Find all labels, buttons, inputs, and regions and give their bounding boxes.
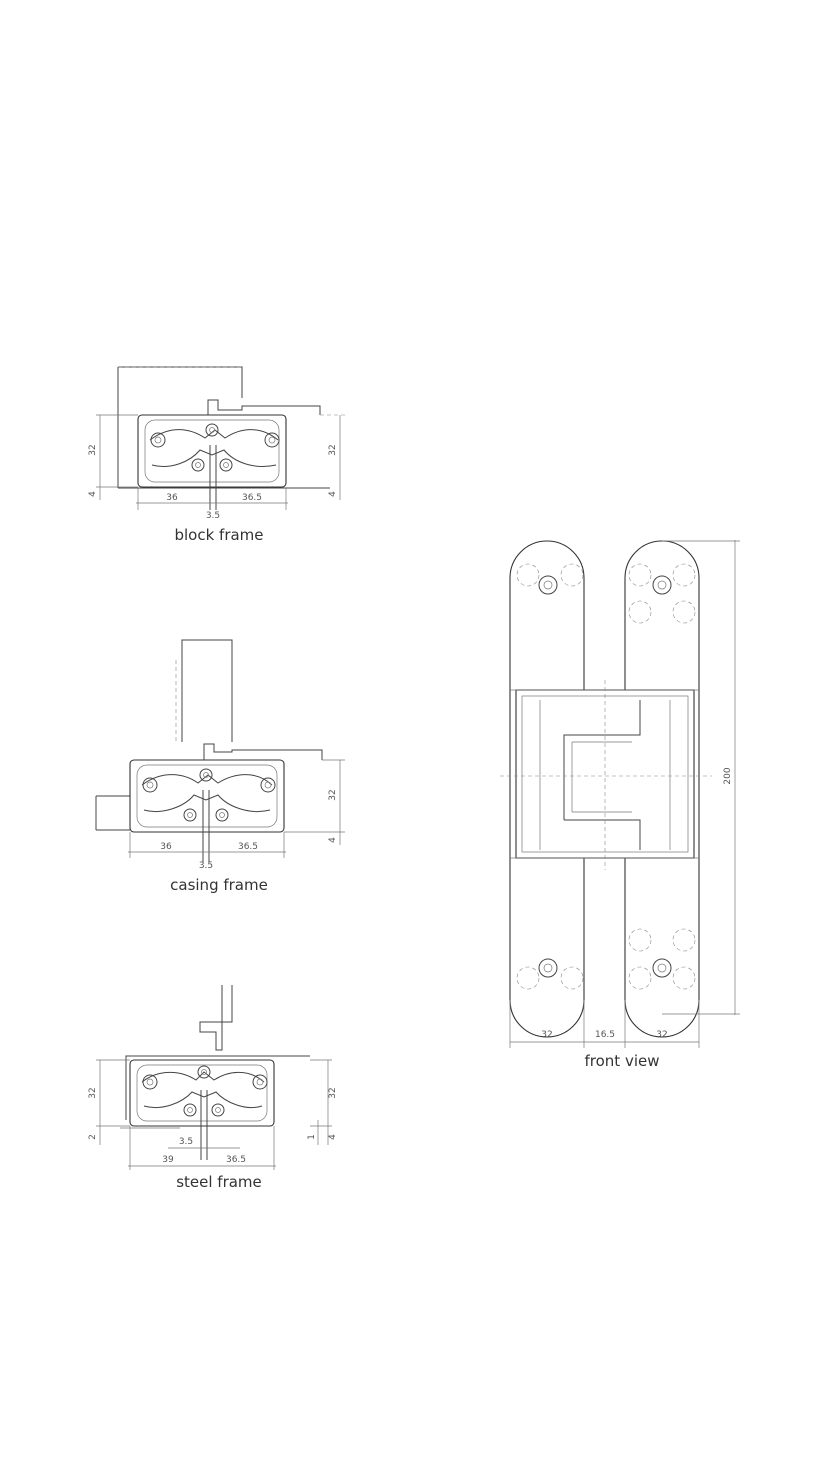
- casing-dim-height-right: 32: [328, 789, 338, 800]
- casing-dim-gap: 3.5: [199, 861, 213, 871]
- steel-dim-bottom-left: 2: [88, 1134, 98, 1140]
- front-view-caption: front view: [585, 1052, 660, 1070]
- block-frame-caption: block frame: [174, 526, 263, 544]
- casing-dim-right: 36.5: [238, 842, 258, 852]
- steel-dim-height-left: 32: [88, 1087, 98, 1098]
- block-dim-bottom-right: 4: [328, 491, 338, 497]
- casing-dim-left: 36: [160, 842, 172, 852]
- front-dim-height: 200: [723, 767, 733, 784]
- steel-frame-caption: steel frame: [176, 1173, 262, 1191]
- block-dim-right: 36.5: [242, 493, 262, 503]
- steel-dim-height-right: 32: [328, 1087, 338, 1098]
- steel-frame-drawing: [96, 985, 332, 1170]
- casing-frame-drawing: [95, 639, 345, 862]
- steel-dim-right: 36.5: [226, 1155, 246, 1165]
- steel-dim-bottom-right-1: 1: [307, 1134, 317, 1140]
- block-dim-left: 36: [166, 493, 178, 503]
- casing-dim-bottom-right: 4: [328, 837, 338, 843]
- block-frame-drawing: [96, 366, 345, 510]
- steel-dim-bottom-right-2: 4: [328, 1134, 338, 1140]
- front-dim-leaf-left: 32: [541, 1030, 552, 1040]
- block-dim-height-right: 32: [328, 444, 338, 455]
- steel-dim-gap: 3.5: [179, 1137, 193, 1147]
- block-dim-bottom-left: 4: [88, 491, 98, 497]
- casing-frame-caption: casing frame: [170, 876, 268, 894]
- block-dim-height-left: 32: [88, 444, 98, 455]
- front-dim-leaf-right: 32: [656, 1030, 667, 1040]
- front-dim-gap: 16.5: [595, 1030, 615, 1040]
- steel-dim-left: 39: [162, 1155, 174, 1165]
- front-view-drawing: [500, 540, 740, 1048]
- block-dim-gap: 3.5: [206, 511, 220, 521]
